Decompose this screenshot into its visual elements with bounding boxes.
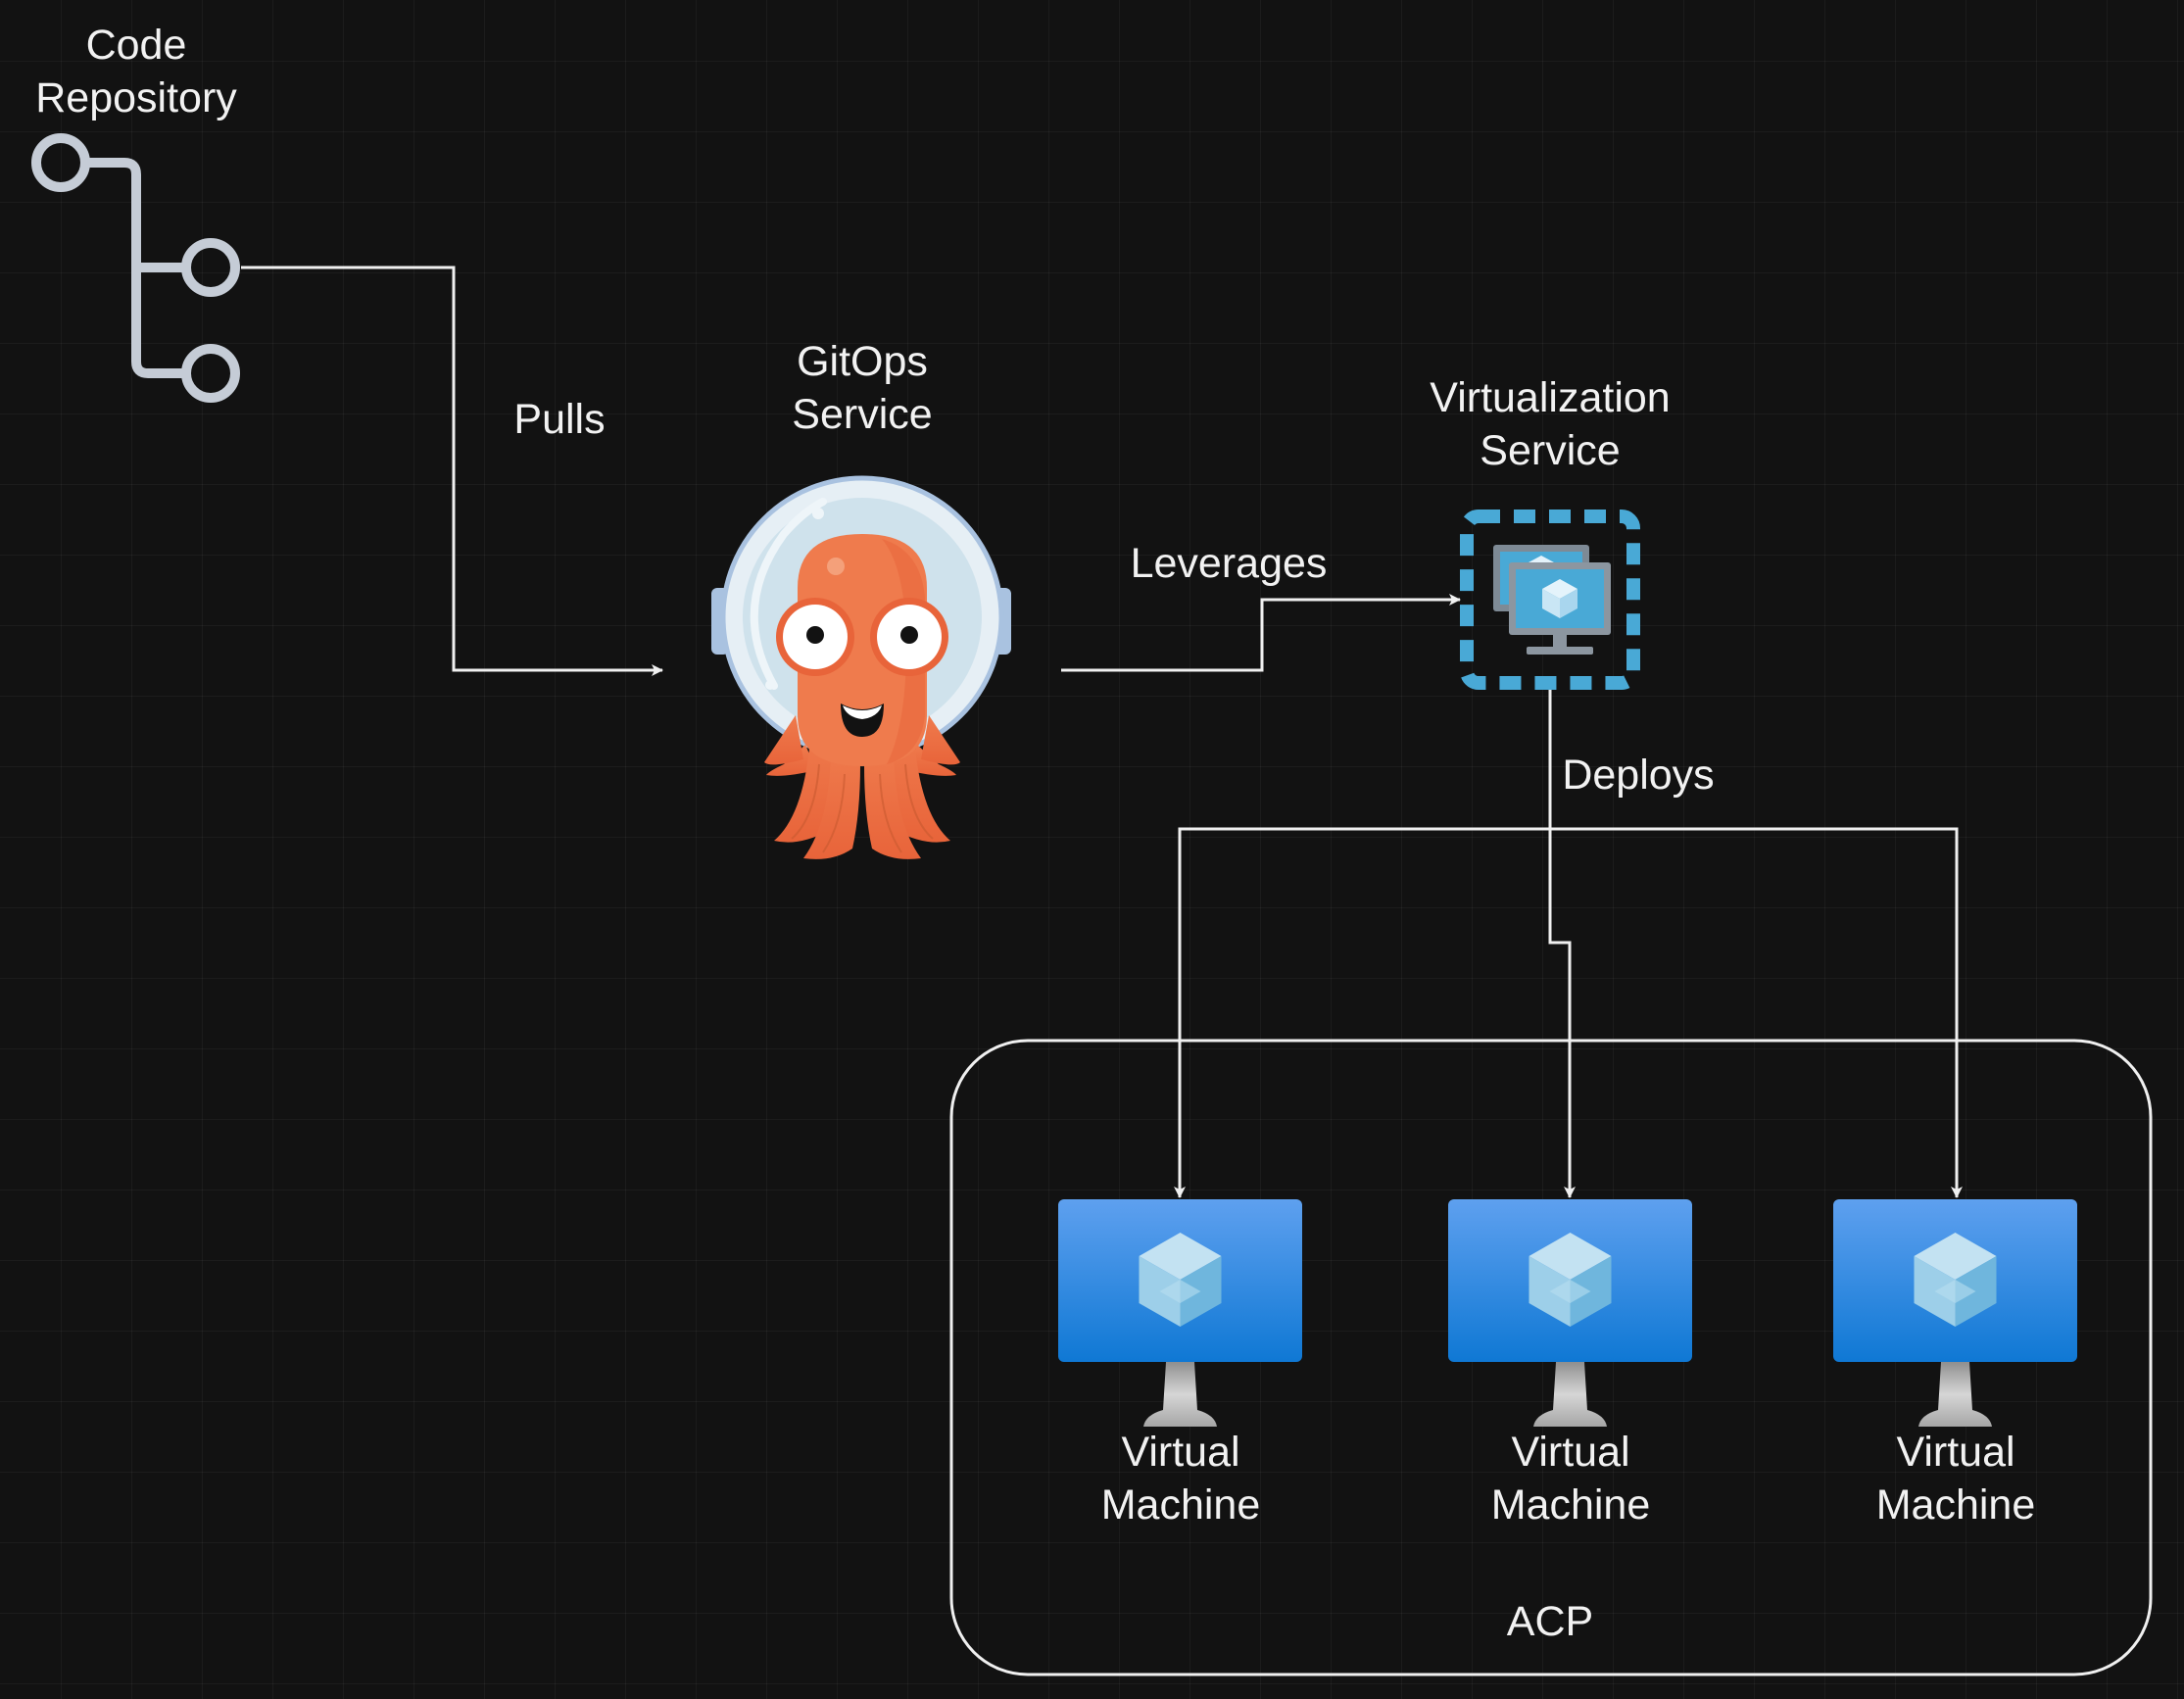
code-repository-label: Code Repository [19, 19, 254, 124]
vm-label-2-line1: Virtual [1511, 1429, 1630, 1476]
pulls-connector[interactable] [241, 266, 663, 676]
git-branch-icon[interactable] [31, 133, 240, 403]
deploys-connector-vm2[interactable] [1548, 829, 1576, 1198]
code-repository-label-line2: Repository [35, 74, 237, 121]
gitops-service-label: GitOps Service [745, 335, 980, 441]
leverages-edge-label: Leverages [1130, 540, 1328, 587]
vm-label-3-line1: Virtual [1896, 1429, 2015, 1476]
vm-monitor-icon-2[interactable] [1448, 1199, 1692, 1427]
virtualization-service-label-line2: Service [1480, 427, 1621, 474]
code-repository-label-line1: Code [85, 22, 187, 69]
gitops-service-label-line2: Service [792, 391, 933, 438]
deploys-connector-vm3[interactable] [1550, 827, 1963, 1198]
virtualization-service-label-line1: Virtualization [1430, 374, 1671, 421]
acp-group-boundary [949, 1039, 2153, 1676]
leverages-connector[interactable] [1061, 594, 1461, 672]
vm-label-3: Virtual Machine [1838, 1426, 2073, 1531]
deploys-edge-label: Deploys [1562, 752, 1715, 799]
deploys-connector-vm1[interactable] [1174, 686, 1552, 1198]
vm-label-1-line2: Machine [1100, 1481, 1261, 1529]
pulls-edge-label: Pulls [513, 396, 606, 443]
argo-octopus-icon[interactable] [711, 475, 1011, 859]
vm-label-1: Virtual Machine [1063, 1426, 1298, 1531]
gitops-service-label-line1: GitOps [797, 338, 928, 385]
virtualization-service-label: Virtualization Service [1393, 371, 1707, 477]
vm-label-1-line1: Virtual [1121, 1429, 1240, 1476]
vm-label-3-line2: Machine [1875, 1481, 2036, 1529]
vm-label-2-line2: Machine [1490, 1481, 1651, 1529]
vm-monitor-icon-1[interactable] [1058, 1199, 1302, 1427]
vm-monitor-icon-3[interactable] [1833, 1199, 2077, 1427]
vm-label-2: Virtual Machine [1453, 1426, 1688, 1531]
virtual-machines-icon[interactable] [1460, 510, 1640, 690]
acp-group-label: ACP [1506, 1598, 1594, 1645]
